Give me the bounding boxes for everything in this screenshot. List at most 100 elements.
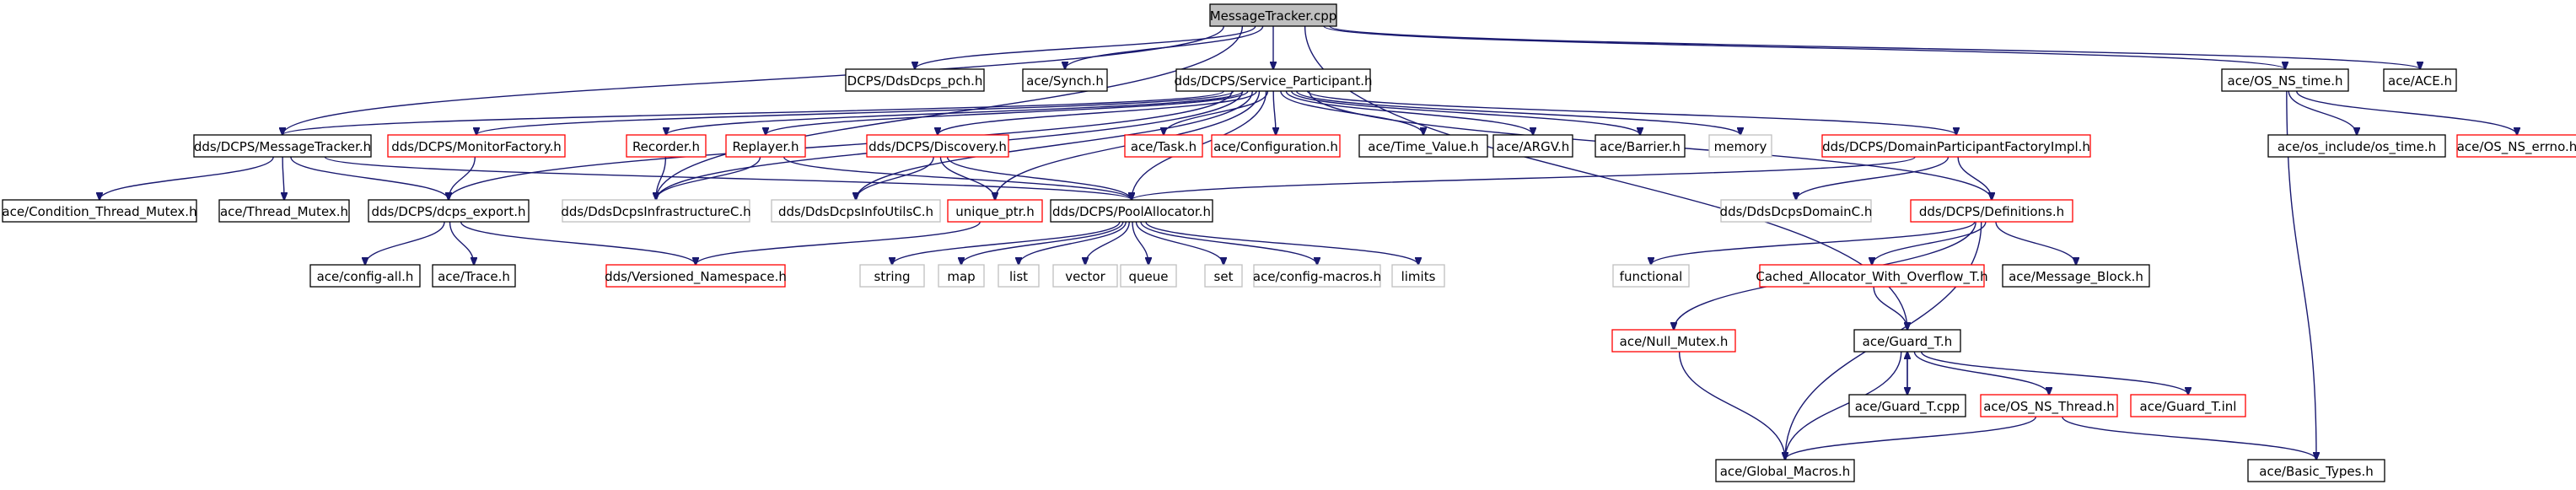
node-label: dds/DCPS/MessageTracker.h — [194, 139, 371, 154]
edge-discovery-to-infoutils — [856, 156, 934, 200]
graph-node-guardcpp[interactable]: ace/Guard_T.cpp — [1848, 394, 1966, 417]
graph-node-list[interactable]: list — [998, 264, 1040, 288]
edge-guardt-to-globalmacros — [1785, 351, 1902, 460]
node-box — [1980, 394, 2118, 417]
node-box — [947, 199, 1043, 223]
graph-node-osnsthread[interactable]: ace/OS_NS_Thread.h — [1980, 394, 2118, 417]
graph-node-memory[interactable]: memory — [1708, 134, 1772, 158]
graph-node-set[interactable]: set — [1204, 264, 1243, 288]
node-label: ace/config-all.h — [317, 269, 414, 284]
node-box — [1209, 3, 1337, 27]
graph-node-osinc[interactable]: ace/os_include/os_time.h — [2267, 134, 2446, 158]
graph-node-timevalue[interactable]: ace/Time_Value.h — [1358, 134, 1488, 158]
node-label: vector — [1065, 269, 1105, 284]
node-label: ace/Thread_Mutex.h — [220, 204, 348, 220]
edge-sp-to-recorder — [666, 90, 1244, 135]
edge-sp-to-dcpsexport — [449, 90, 1233, 200]
node-box — [1612, 264, 1690, 288]
graph-node-errno[interactable]: ace/OS_NS_errno.h — [2456, 134, 2576, 158]
edge-pool-to-list — [1019, 221, 1127, 265]
edge-mt-to-pool — [324, 156, 1132, 200]
graph-node-map[interactable]: map — [938, 264, 985, 288]
graph-node-trace[interactable]: ace/Trace.h — [432, 264, 516, 288]
node-label: list — [1009, 269, 1028, 284]
node-label: ace/Trace.h — [438, 269, 510, 284]
node-label: limits — [1401, 269, 1436, 284]
edge-discovery-to-uniqueptr — [939, 156, 995, 200]
edge-defs-to-functional — [1651, 221, 1976, 265]
graph-node-config[interactable]: ace/Configuration.h — [1211, 134, 1341, 158]
node-label: ace/Synch.h — [1026, 73, 1104, 89]
graph-node-acegh[interactable]: ace/ACE.h — [2383, 68, 2457, 92]
edge-guardt-to-guardinl — [1920, 351, 2188, 395]
graph-node-task[interactable]: ace/Task.h — [1124, 134, 1203, 158]
node-box — [2221, 68, 2349, 92]
node-label: dds/DdsDcpsDomainC.h — [1720, 204, 1873, 219]
graph-node-pool[interactable]: dds/DCPS/PoolAllocator.h — [1050, 199, 1213, 223]
node-label: dds/Versioned_Namespace.h — [605, 269, 787, 285]
edge-pool-to-vector — [1085, 221, 1130, 265]
edge-dpfi-to-defs — [1957, 156, 1992, 200]
edge-sp-to-mt — [282, 90, 1224, 135]
node-label: map — [947, 269, 975, 284]
graph-node-guardt[interactable]: ace/Guard_T.h — [1853, 329, 1961, 353]
graph-node-replayer[interactable]: Replayer.h — [725, 134, 806, 158]
graph-node-osnstime[interactable]: ace/OS_NS_time.h — [2221, 68, 2349, 92]
node-box — [1611, 329, 1736, 353]
graph-node-barrier[interactable]: ace/Barrier.h — [1595, 134, 1686, 158]
edge-pool-to-map — [961, 221, 1124, 265]
graph-node-nullmutex[interactable]: ace/Null_Mutex.h — [1611, 329, 1736, 353]
graph-node-tm[interactable]: ace/Thread_Mutex.h — [218, 199, 350, 223]
graph-node-cached[interactable]: Cached_Allocator_With_Overflow_T.h — [1756, 264, 1988, 288]
edge-root-to-mt — [282, 25, 1224, 135]
graph-node-functional[interactable]: functional — [1612, 264, 1690, 288]
graph-node-queue[interactable]: queue — [1120, 264, 1177, 288]
node-box — [2383, 68, 2457, 92]
node-label: ace/Configuration.h — [1213, 139, 1338, 154]
graph-node-synch[interactable]: ace/Synch.h — [1022, 68, 1108, 92]
graph-node-guardinl[interactable]: ace/Guard_T.inl — [2130, 394, 2246, 417]
graph-node-string[interactable]: string — [859, 264, 925, 288]
graph-node-discovery[interactable]: dds/DCPS/Discovery.h — [866, 134, 1009, 158]
graph-node-domainc[interactable]: dds/DdsDcpsDomainC.h — [1720, 199, 1873, 223]
node-box — [1720, 199, 1872, 223]
node-box — [2002, 264, 2150, 288]
graph-node-monf[interactable]: dds/DCPS/MonitorFactory.h — [387, 134, 566, 158]
graph-node-configall[interactable]: ace/config-all.h — [309, 264, 421, 288]
graph-node-msgblock[interactable]: ace/Message_Block.h — [2002, 264, 2150, 288]
node-box — [193, 134, 372, 158]
graph-node-sp[interactable]: dds/DCPS/Service_Participant.h — [1174, 68, 1373, 92]
graph-node-configmacros[interactable]: ace/config-macros.h — [1253, 264, 1381, 288]
graph-node-limits[interactable]: limits — [1391, 264, 1445, 288]
graph-node-argv[interactable]: ace/ARGV.h — [1492, 134, 1573, 158]
graph-node-mt[interactable]: dds/DCPS/MessageTracker.h — [193, 134, 372, 158]
graph-node-dpfi[interactable]: dds/DCPS/DomainParticipantFactoryImpl.h — [1821, 134, 2091, 158]
node-box — [605, 264, 786, 288]
graph-node-vector[interactable]: vector — [1052, 264, 1118, 288]
node-label: ace/Task.h — [1131, 139, 1197, 154]
edge-sp-to-replayer — [766, 90, 1249, 135]
graph-node-root[interactable]: MessageTracker.cpp — [1209, 3, 1337, 27]
graph-node-dcpsexport[interactable]: dds/DCPS/dcps_export.h — [368, 199, 530, 223]
edge-mt-to-tm — [282, 156, 284, 200]
node-label: ace/OS_NS_time.h — [2228, 73, 2343, 89]
graph-node-infra[interactable]: dds/DdsDcpsInfrastructureC.h — [561, 199, 751, 223]
graph-node-uniqueptr[interactable]: unique_ptr.h — [947, 199, 1043, 223]
graph-node-versioned[interactable]: dds/Versioned_Namespace.h — [605, 264, 787, 288]
node-label: ace/Guard_T.h — [1863, 334, 1953, 350]
graph-node-infoutils[interactable]: dds/DdsDcpsInfoUtilsC.h — [771, 199, 941, 223]
edge-osnsthread-to-globalmacros — [1785, 416, 2037, 460]
graph-node-globalmacros[interactable]: ace/Global_Macros.h — [1715, 459, 1855, 482]
graph-node-recorder[interactable]: Recorder.h — [626, 134, 707, 158]
node-label: Replayer.h — [732, 139, 799, 154]
node-box — [2267, 134, 2446, 158]
graph-node-basictypes[interactable]: ace/Basic_Types.h — [2247, 459, 2385, 482]
graph-node-defs[interactable]: dds/DCPS/Definitions.h — [1910, 199, 2073, 223]
node-label: ace/Condition_Thread_Mutex.h — [2, 204, 196, 220]
node-label: dds/DCPS/MonitorFactory.h — [391, 139, 562, 154]
node-box — [2456, 134, 2576, 158]
graph-node-ctm[interactable]: ace/Condition_Thread_Mutex.h — [2, 199, 197, 223]
edge-pool-to-set — [1135, 221, 1223, 265]
graph-node-pch[interactable]: DCPS/DdsDcps_pch.h — [845, 68, 985, 92]
